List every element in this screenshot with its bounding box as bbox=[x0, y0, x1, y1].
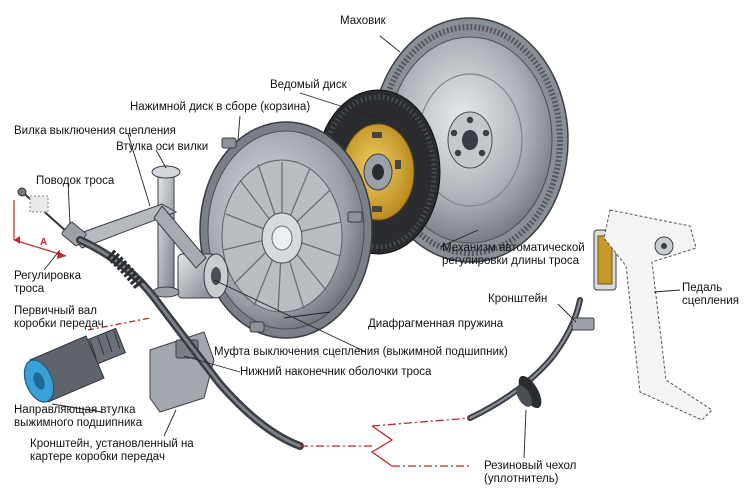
label-fork-axle-bushing: Втулка оси вилки bbox=[116, 141, 209, 153]
label-pressure-plate: Нажимной диск в сборе (корзина) bbox=[130, 101, 311, 113]
cable-break-lines bbox=[87, 317, 471, 467]
label-bracket: Кронштейн bbox=[488, 293, 548, 305]
label-release-bearing: Муфта выключения сцепления (выжимной под… bbox=[214, 346, 508, 358]
label-lower-tip: Нижний наконечник оболочки троса bbox=[240, 366, 432, 378]
guide-sleeve bbox=[23, 335, 105, 403]
release-bearing bbox=[177, 253, 229, 299]
label-rubber-boot: Резиновый чехол(уплотнитель) bbox=[484, 460, 577, 485]
pressure-plate bbox=[199, 121, 373, 339]
rubber-boot bbox=[516, 375, 542, 409]
leader-lines bbox=[43, 35, 681, 459]
clutch-pedal bbox=[603, 209, 713, 421]
label-driven-disc: Ведомый диск bbox=[270, 79, 347, 91]
label-flywheel: Маховик bbox=[340, 15, 386, 27]
gearbox-bracket bbox=[149, 331, 215, 413]
label-cable-leash: Поводок троса bbox=[36, 175, 115, 187]
label-diaphragm-spring: Диафрагменная пружина bbox=[368, 318, 504, 330]
label-release-fork: Вилка выключения сцепления bbox=[14, 125, 176, 137]
label-dimension-a: А bbox=[40, 237, 48, 248]
dimension-a bbox=[13, 200, 67, 259]
pedal-pivot bbox=[654, 236, 674, 256]
cable-leash bbox=[17, 187, 87, 247]
